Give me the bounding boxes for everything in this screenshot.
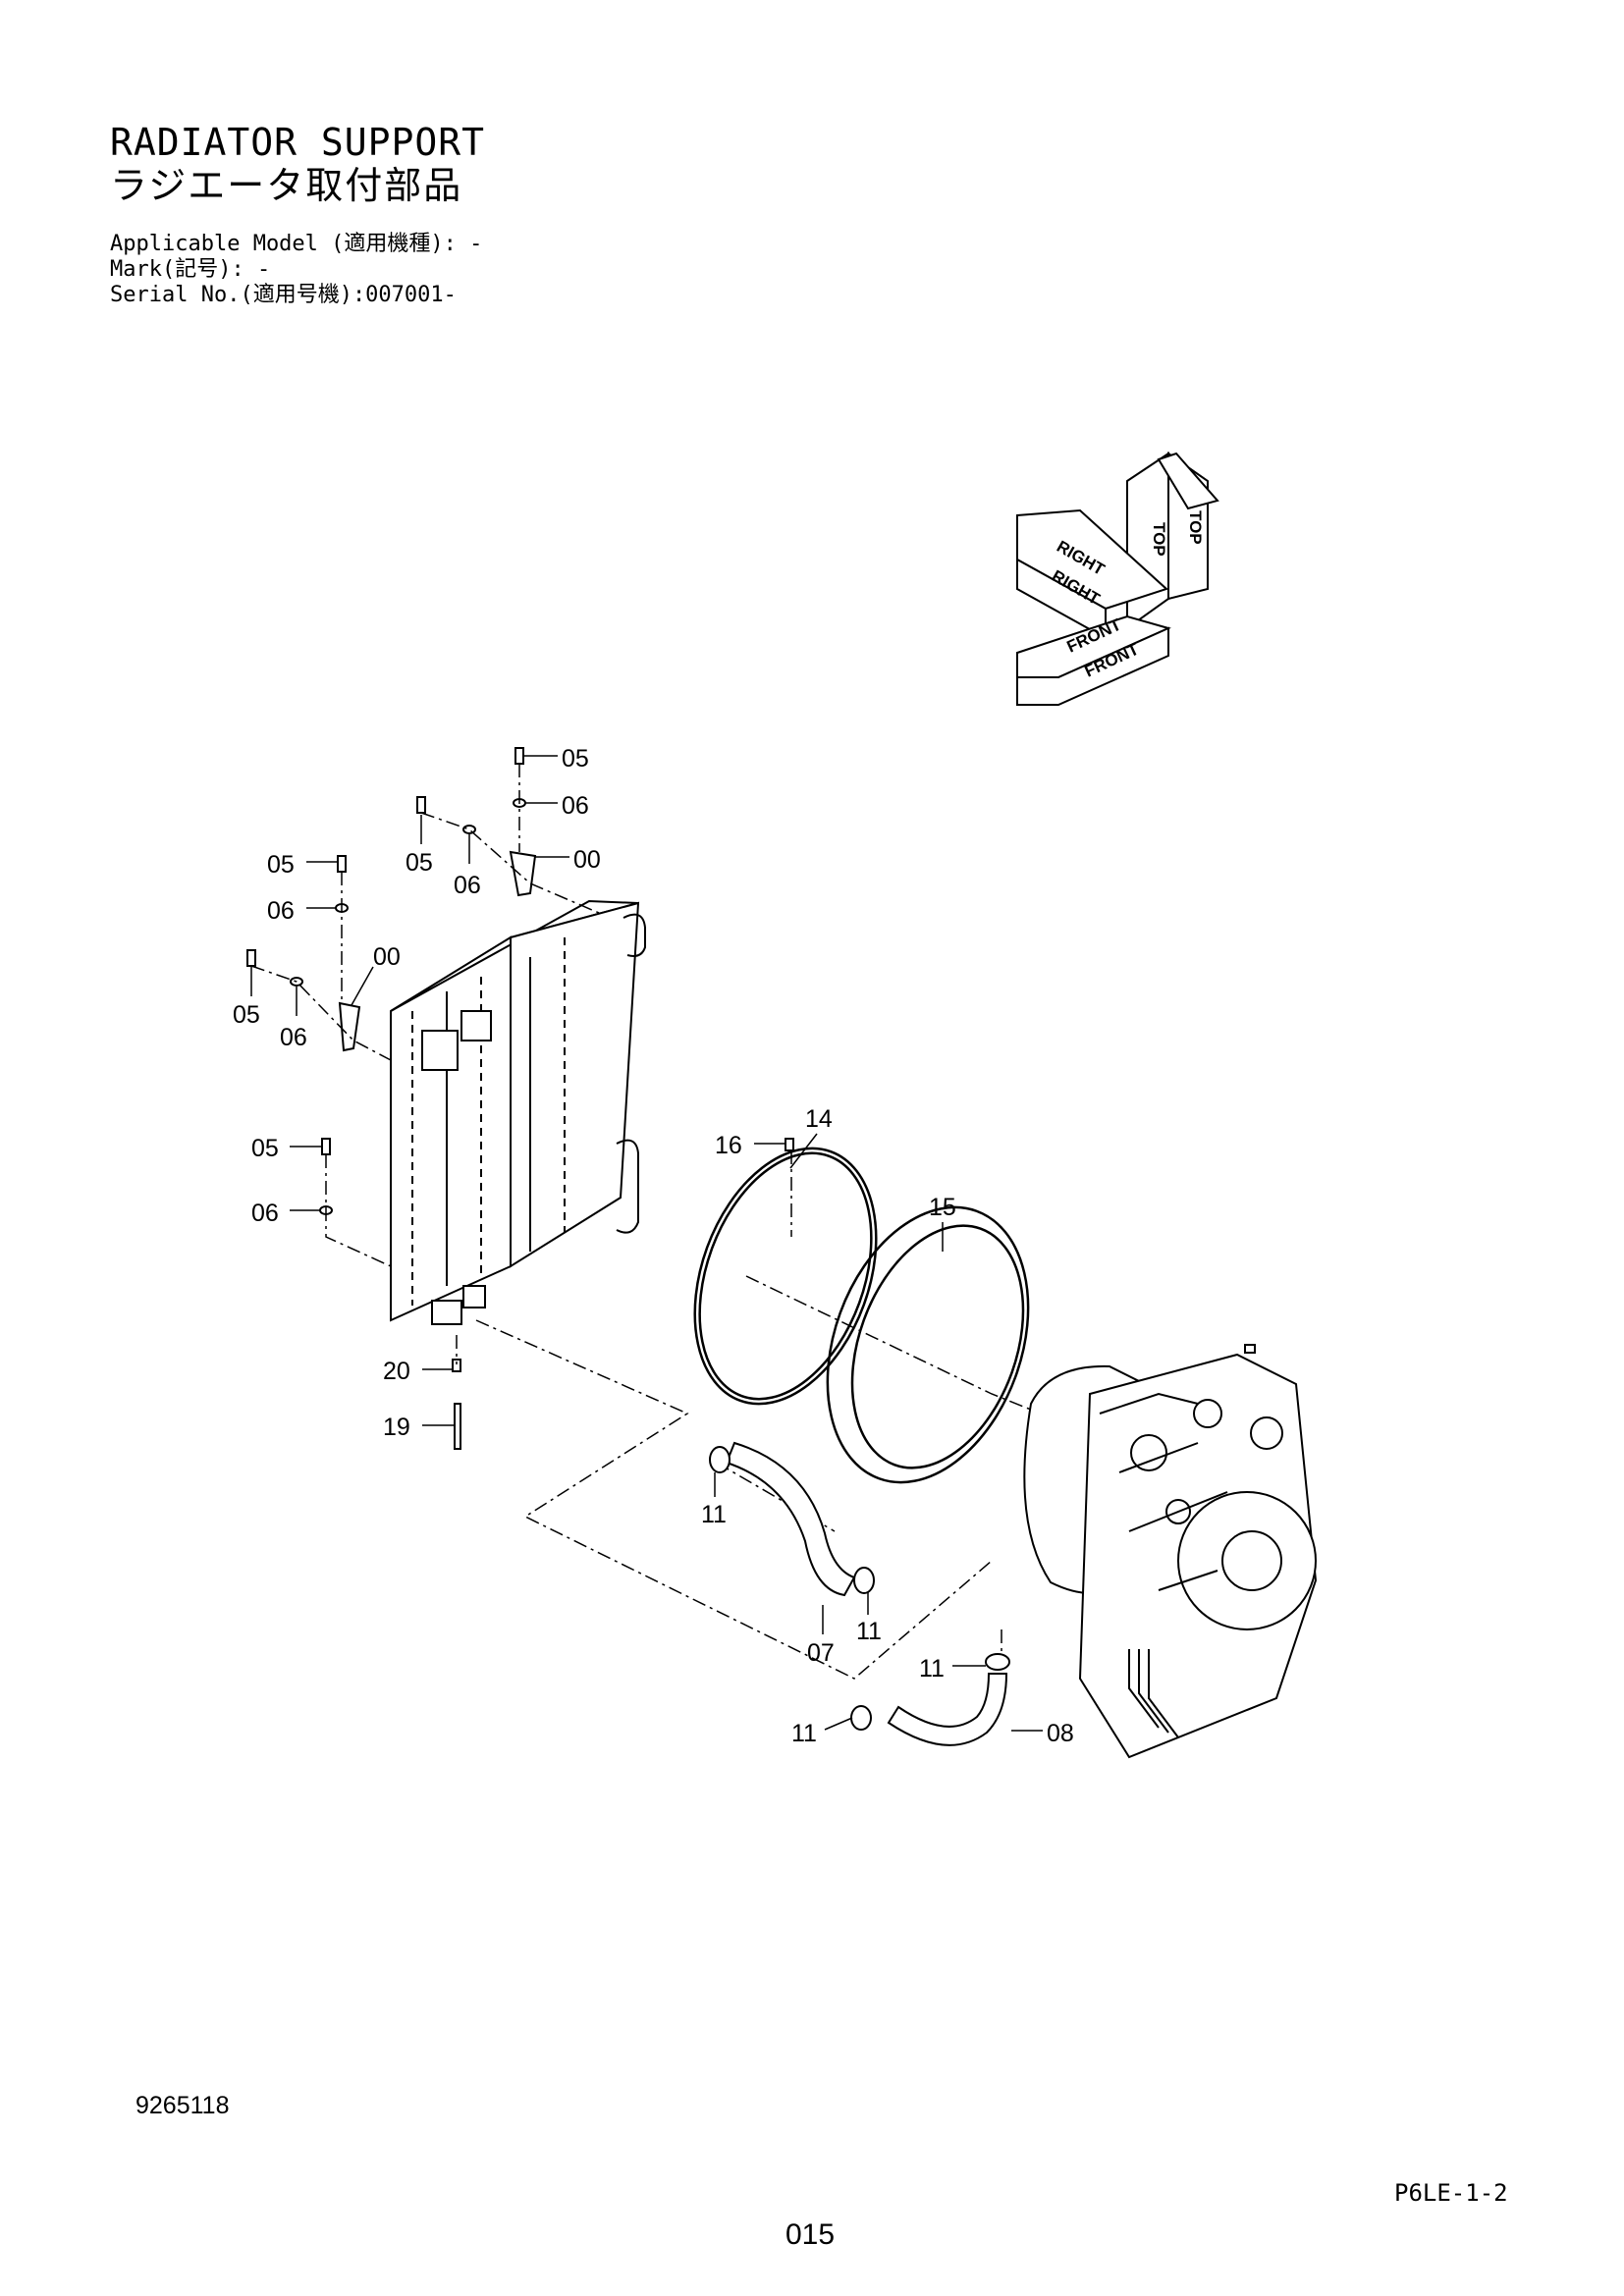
callout-06-5: 06	[251, 1200, 279, 1227]
callout-11-3: 11	[919, 1655, 945, 1682]
callout-11-2: 11	[856, 1618, 882, 1645]
engine-detail-3	[1250, 1416, 1283, 1450]
page-title-japanese: ラジエータ取付部品	[110, 164, 463, 207]
seal-and-shroud	[693, 1147, 1030, 1484]
engine-flywheel-center	[1221, 1530, 1282, 1591]
radiator	[390, 899, 646, 1325]
engine-detail	[1130, 1434, 1167, 1471]
top-arrow-head	[1157, 452, 1219, 510]
engine-small-part	[1244, 1344, 1256, 1354]
callout-19: 19	[383, 1414, 410, 1441]
seal-ring-14-inner	[698, 1151, 873, 1401]
engine-manifold	[1099, 1392, 1228, 1591]
bracket-00-2	[338, 1001, 361, 1052]
callout-11: 11	[701, 1501, 727, 1528]
radiator-inlet	[421, 1030, 459, 1071]
radiator-lower-pipe	[616, 1139, 639, 1234]
bolt-axis-line-4	[250, 965, 392, 1061]
engine-wiring	[1128, 1649, 1179, 1738]
fasteners	[246, 747, 794, 1450]
callout-06: 06	[562, 792, 589, 820]
callout-05-5: 05	[251, 1135, 279, 1162]
callout-00-2: 00	[373, 943, 401, 971]
leader-14	[789, 1133, 818, 1169]
seal-ring-14	[693, 1147, 878, 1406]
leader-11-d	[824, 1717, 853, 1731]
drawing-number: 9265118	[135, 2092, 230, 2119]
stud-19	[454, 1403, 461, 1450]
hoses	[709, 1441, 1010, 1746]
page-code: P6LE-1-2	[1394, 2179, 1508, 2207]
radiator-side-face	[510, 901, 640, 1268]
radiator-inlet-2	[460, 1010, 492, 1041]
bolt-20	[452, 1359, 461, 1372]
radiator-outlet-2	[462, 1285, 486, 1308]
applicable-model: Applicable Model (適用機種): -	[110, 232, 483, 256]
upper-hose-07	[725, 1441, 856, 1597]
hose-clamp-11	[709, 1446, 731, 1473]
orientation-label-top: TOP	[1186, 510, 1205, 545]
callout-05-3: 05	[267, 851, 295, 879]
callout-16: 16	[715, 1132, 742, 1159]
callout-06-3: 06	[267, 897, 295, 925]
callout-08: 08	[1047, 1720, 1074, 1747]
hose-clamp-11-2	[853, 1567, 875, 1594]
page-number: 015	[785, 2218, 836, 2251]
callout-20: 20	[383, 1358, 410, 1385]
hose-clamp-11-4	[985, 1653, 1010, 1671]
callout-05: 05	[562, 745, 589, 773]
leader-00-left	[351, 966, 374, 1006]
callout-05-4: 05	[233, 1001, 260, 1029]
callout-14: 14	[805, 1105, 833, 1133]
serial-info: Serial No.(適用号機):007001-	[110, 283, 457, 307]
front-arrow-shape-2	[1016, 626, 1169, 706]
bolt-axis-line-5	[325, 1154, 392, 1267]
bracket-00	[509, 850, 537, 897]
assembly-lines	[250, 764, 1042, 1680]
engine-detail-2	[1193, 1399, 1222, 1428]
callout-00: 00	[573, 846, 601, 874]
callout-06-2: 06	[454, 872, 481, 899]
orientation-indicator: TOP TOP RIGHT RIGHT FRONT FRONT	[1016, 452, 1219, 706]
callout-07: 07	[807, 1639, 835, 1667]
mark-info: Mark(記号): -	[110, 257, 271, 282]
lower-hose-08	[887, 1673, 1008, 1746]
bolt-05-3	[337, 855, 347, 873]
page-title: RADIATOR SUPPORT	[110, 121, 486, 164]
radiator-front-face	[390, 935, 512, 1322]
bolt-05-2	[416, 796, 426, 814]
shroud-ring-15	[826, 1205, 1030, 1484]
radiator-outlet	[431, 1300, 462, 1325]
bolt-05-5	[321, 1138, 331, 1155]
callout-labels: 05 06 00 05 06 05 06 00 05 06 05 06 16 1…	[233, 745, 1074, 1747]
engine	[1023, 1344, 1318, 1759]
hose-clamp-11-3	[850, 1705, 872, 1731]
bolt-axis-line-2	[420, 812, 600, 914]
callout-06-4: 06	[280, 1024, 307, 1051]
radiator-upper-pipe	[623, 913, 646, 957]
callout-05-2: 05	[406, 849, 433, 877]
shroud-ring-15-inner	[850, 1224, 1025, 1469]
clip-16	[785, 1138, 794, 1151]
bolt-05-4	[246, 949, 256, 967]
right-arrow-shape	[1016, 508, 1168, 611]
shroud-axis-line	[745, 1275, 1042, 1415]
callout-15: 15	[929, 1194, 956, 1221]
hose-axis-line	[475, 1319, 993, 1680]
callout-11-4: 11	[791, 1720, 817, 1747]
leader-lines	[250, 755, 1043, 1732]
orientation-label-top-2: TOP	[1150, 522, 1168, 557]
bolt-05	[514, 747, 524, 765]
